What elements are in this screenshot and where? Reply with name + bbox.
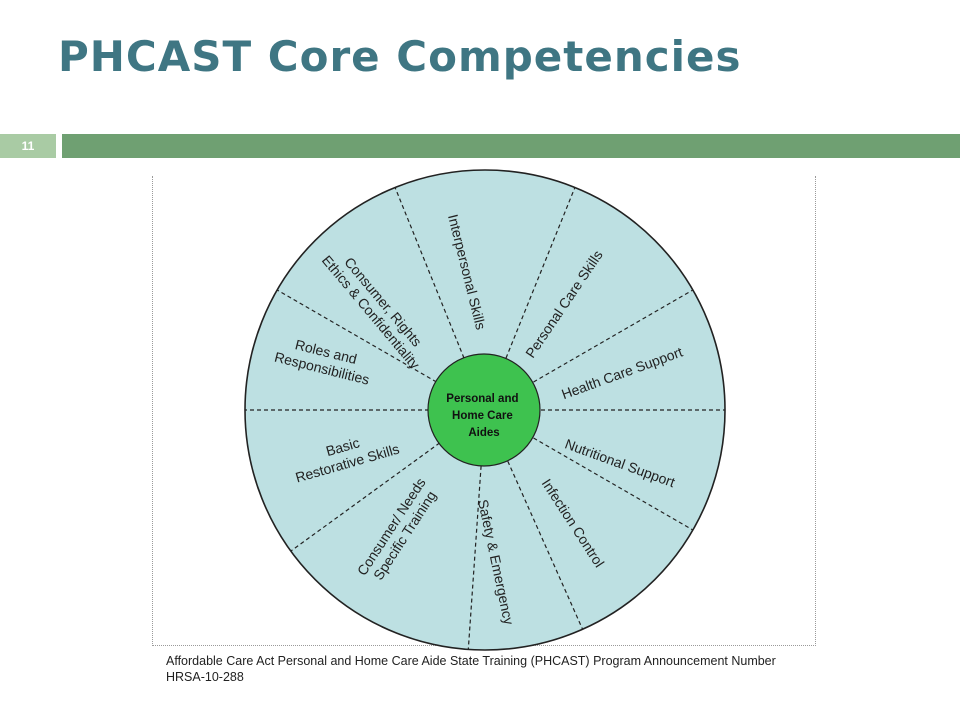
slide-title: PHCAST Core Competencies xyxy=(58,32,742,81)
header-accent-bar xyxy=(62,134,960,158)
source-caption: Affordable Care Act Personal and Home Ca… xyxy=(166,654,776,684)
slide-number: 11 xyxy=(21,139,35,153)
center-circle xyxy=(427,353,541,467)
divider-line-8 xyxy=(290,442,441,552)
divider-line-3 xyxy=(533,289,694,383)
divider-line-5 xyxy=(533,437,694,531)
wheel-dividers xyxy=(245,187,725,650)
center-label: Personal and Home Care Aides xyxy=(446,393,521,439)
divider-line-10 xyxy=(276,289,437,383)
divider-line-1 xyxy=(394,187,465,359)
slide-number-bar xyxy=(0,134,56,158)
divider-line-6 xyxy=(507,460,584,630)
divider-line-7 xyxy=(467,465,482,650)
divider-line-2 xyxy=(505,187,576,359)
